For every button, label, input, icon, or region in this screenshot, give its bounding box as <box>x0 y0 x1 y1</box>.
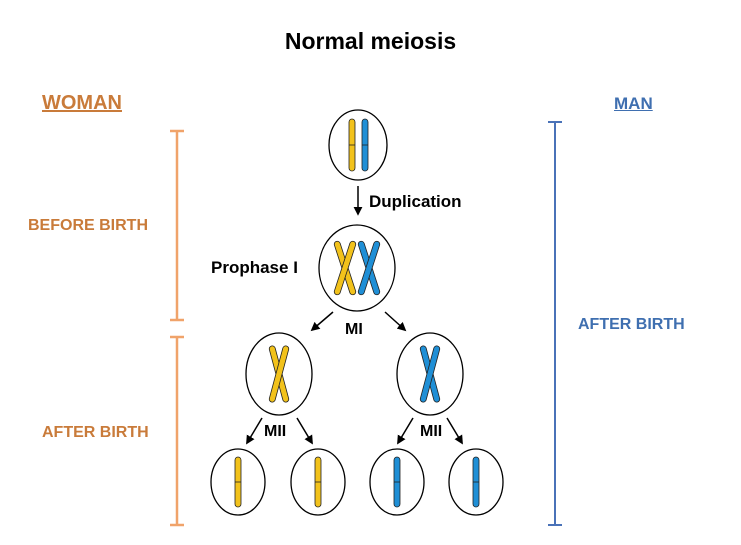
man-label: MAN <box>614 94 653 113</box>
duplication-label: Duplication <box>369 192 462 211</box>
woman-after-birth-label: AFTER BIRTH <box>42 424 149 441</box>
page-title: Normal meiosis <box>284 28 457 54</box>
prophase-cell <box>318 224 396 312</box>
mii-label-right: MII <box>420 423 443 440</box>
mi-arrow-right <box>384 311 407 332</box>
man-after-birth-label: AFTER BIRTH <box>578 316 685 333</box>
prophase-label: Prophase I <box>211 258 298 277</box>
gamete-cell-3 <box>369 448 425 516</box>
gamete-cell-2 <box>290 448 346 516</box>
woman-after-birth-bar <box>170 335 184 527</box>
mii-label-left: MII <box>264 423 287 440</box>
mi-arrow-left <box>310 311 334 332</box>
mii-arrow-2 <box>296 417 313 445</box>
woman-label: WOMAN <box>42 92 122 114</box>
mii-arrow-4 <box>446 417 463 445</box>
man-after-birth-bar <box>548 121 562 526</box>
mii-arrow-1 <box>246 417 263 445</box>
gamete-cell-4 <box>448 448 504 516</box>
mi-cell-yellow <box>245 332 313 416</box>
woman-before-birth-bar <box>170 129 184 322</box>
mii-arrow-3 <box>397 417 414 445</box>
parent-cell <box>328 109 388 181</box>
woman-before-birth-label: BEFORE BIRTH <box>28 217 148 234</box>
mi-cell-blue <box>396 332 464 416</box>
mi-label: MI <box>345 321 363 338</box>
gamete-cell-1 <box>210 448 266 516</box>
